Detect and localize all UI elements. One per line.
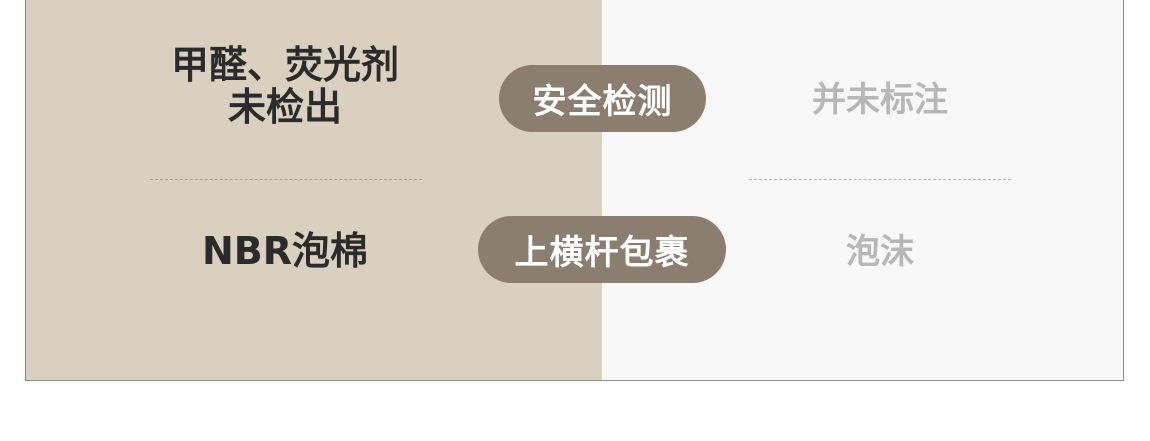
row1-left-value: 甲醛、荧光剂 未检出 xyxy=(170,43,399,129)
row2-label-pill: 上横杆包裹 xyxy=(478,216,726,283)
left-column xyxy=(26,0,602,380)
right-column xyxy=(602,0,1123,380)
right-row-divider xyxy=(749,179,1011,180)
left-row-divider xyxy=(150,179,422,180)
row2-left-value: NBR泡棉 xyxy=(201,229,369,273)
row1-label-pill: 安全检测 xyxy=(499,65,706,132)
row2-right-value: 泡沫 xyxy=(846,232,914,272)
comparison-table xyxy=(25,0,1124,381)
row1-right-value: 并未标注 xyxy=(812,80,948,120)
